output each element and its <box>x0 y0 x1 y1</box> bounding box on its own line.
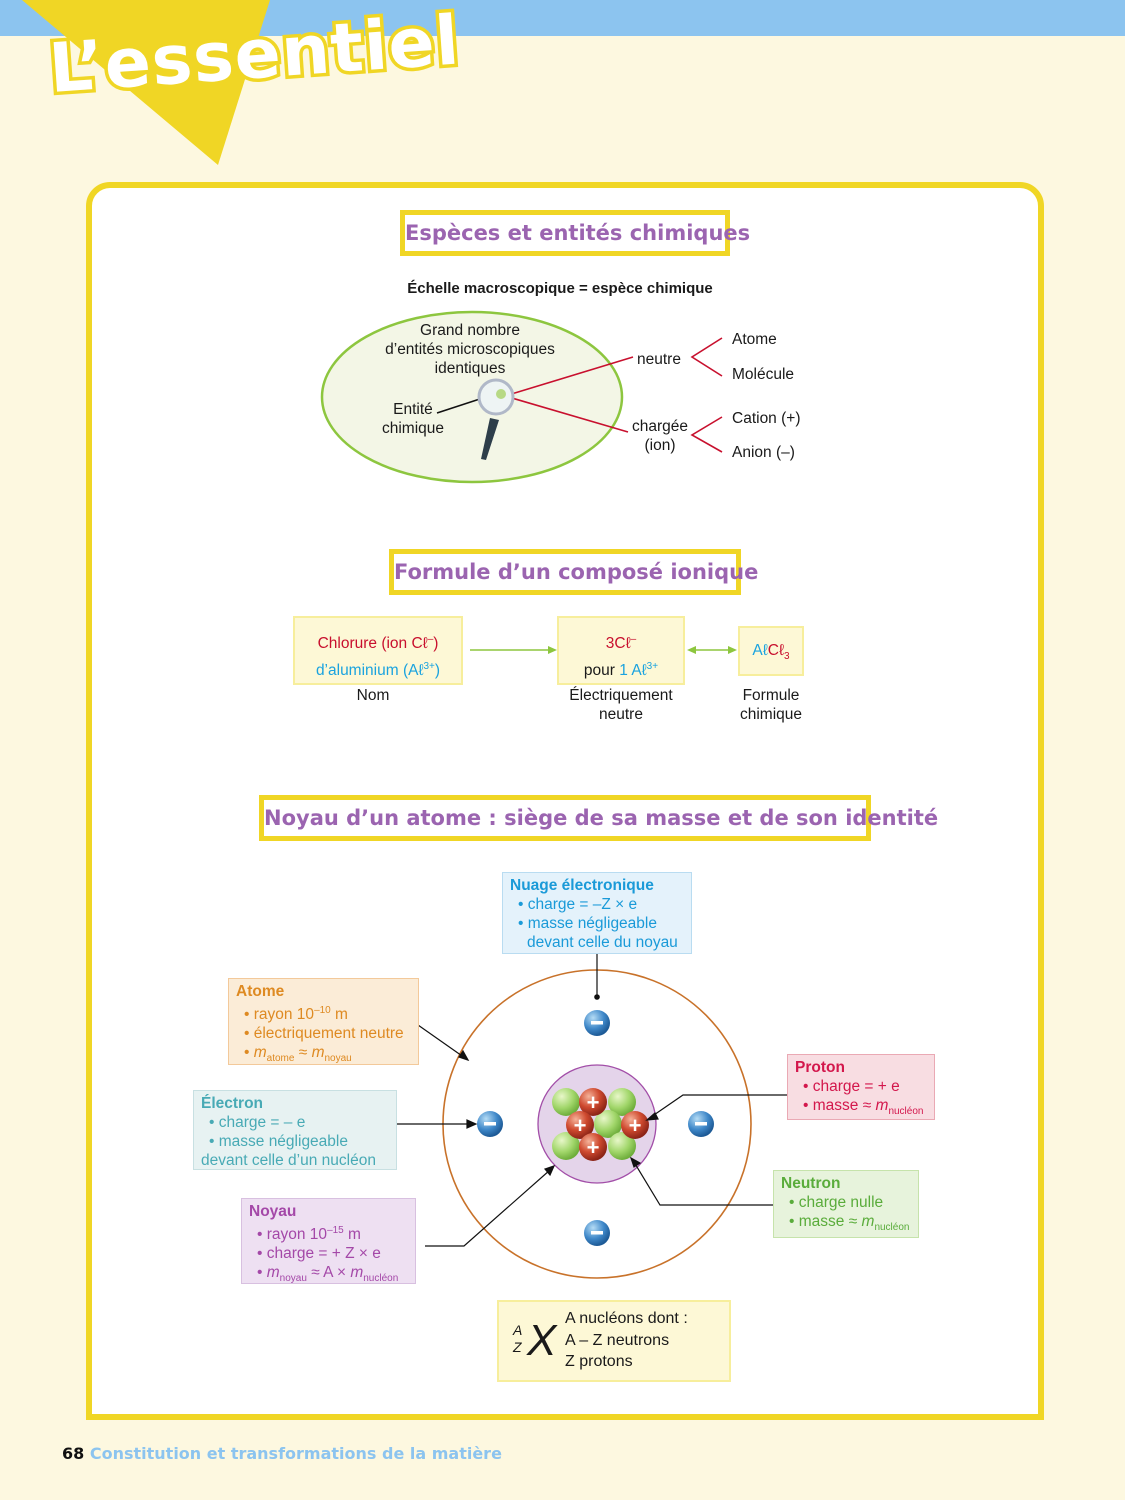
element-symbol-X: X <box>527 1316 557 1365</box>
nuage-electronique-box: Nuage électronique • charge = –Z × e • m… <box>502 872 692 954</box>
magnifier-icon <box>477 378 515 460</box>
proton-particles: + + + + <box>566 1088 649 1161</box>
formula-caption: Formule chimique <box>739 687 803 723</box>
neutral-caption: Électriquement neutre <box>569 687 673 723</box>
charged-label: chargée (ion) <box>631 418 688 454</box>
nuclide-notation-text: A nucléons dont : A – Z neutrons Z proto… <box>565 1310 688 1370</box>
pointer-noyau <box>425 1169 551 1247</box>
nuclide-notation-box: A Z X A nucléons dont : A – Z neutrons Z… <box>497 1300 731 1382</box>
page-footer: 68 Constitution et transformations de la… <box>62 1444 502 1463</box>
proton-plus-symbol: + <box>629 1113 642 1138</box>
page-number: 68 <box>62 1444 85 1463</box>
atome-label: Atome <box>732 331 777 348</box>
formula-box: AℓCℓ3 <box>738 626 804 676</box>
mass-number-A: A <box>513 1322 523 1338</box>
neutron-box: Neutron • charge nulle • masse ≈ mnucléo… <box>773 1170 919 1238</box>
pointer-proton <box>650 1094 788 1118</box>
pointer-neutron <box>633 1161 773 1206</box>
neutral-box: 3Cℓ– pour 1 Aℓ3+ <box>557 616 685 685</box>
branch-to-neutral <box>504 356 634 397</box>
name-box: Chlorure (ion Cℓ–) d’aluminium (Aℓ3+) <box>293 616 463 685</box>
formula-arrows <box>470 646 737 654</box>
proton-plus-symbol: + <box>574 1113 587 1138</box>
neutral-label: neutre <box>637 351 681 368</box>
species-diagram <box>320 310 723 484</box>
anion-label: Anion (–) <box>732 444 795 461</box>
electron-box: Électron • charge = – e • masse négligea… <box>193 1090 397 1170</box>
branch-to-charged <box>504 395 629 433</box>
molecule-label: Molécule <box>732 366 795 383</box>
cation-label: Cation (+) <box>732 410 801 427</box>
atomic-number-Z: Z <box>513 1339 522 1355</box>
proton-plus-symbol: + <box>587 1135 600 1160</box>
section-title-especes: Espèces et entités chimiques <box>400 210 750 256</box>
neutron-particles <box>552 1088 636 1160</box>
ellipse-text: Grand nombre d’entités microscopiques id… <box>385 322 555 377</box>
entity-label: Entité chimique <box>381 401 445 437</box>
macro-scale-caption: Échelle macroscopique = espèce chimique <box>407 280 713 297</box>
name-caption: Nom <box>356 687 390 704</box>
proton-box: Proton • charge = + e • masse ≈ mnucléon <box>787 1054 935 1120</box>
fork-charged <box>690 416 723 453</box>
section-title-noyau: Noyau d’un atome : siège de sa masse et … <box>259 795 938 841</box>
atom-diagram: + + + + <box>396 954 788 1279</box>
proton-plus-symbol: + <box>587 1090 600 1115</box>
chapter-title: Constitution et transformations de la ma… <box>89 1444 502 1463</box>
pointer-atome <box>417 1024 466 1059</box>
fork-neutral <box>690 337 723 377</box>
noyau-box: Noyau • rayon 10–15 m • charge = + Z × e… <box>241 1198 416 1284</box>
section-title-formule: Formule d’un composé ionique <box>389 549 758 595</box>
atome-box: Atome • rayon 10–10 m • électriquement n… <box>228 978 419 1065</box>
macro-ellipse <box>320 310 624 484</box>
electron-particles <box>477 1010 714 1246</box>
